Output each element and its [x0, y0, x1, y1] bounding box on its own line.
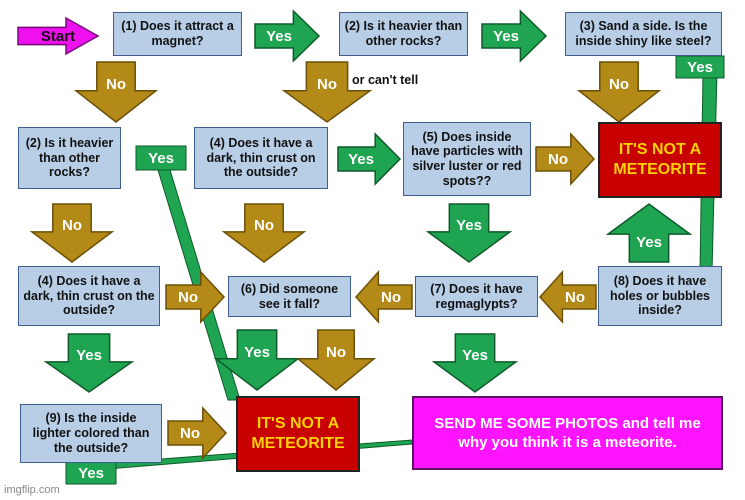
no-arrow-q4a [221, 203, 307, 263]
not-meteorite-box-bottom: IT'S NOT A METEORITE [236, 396, 360, 472]
no-arrow-q9 [167, 406, 228, 460]
no-arrow-q2a [281, 61, 373, 123]
question-2-heavier-left: (2) Is it heavier than other rocks? [18, 127, 121, 189]
yes-arrow-1 [254, 9, 321, 63]
question-1-magnet: (1) Does it attract a magnet? [113, 12, 242, 56]
question-7-regmaglypts: (7) Does it have regmaglypts? [415, 276, 538, 317]
question-9-inside-lighter: (9) Is the inside lighter colored than t… [20, 404, 162, 463]
question-8-holes-bubbles: (8) Does it have holes or bubbles inside… [598, 266, 722, 326]
send-photos-box: SEND ME SOME PHOTOS and tell me why you … [412, 396, 723, 470]
yes-label-line-q3-bg [675, 55, 725, 79]
no-arrow-q2b [29, 203, 115, 263]
yes-label-line-q9-bg [65, 461, 117, 485]
no-arrow-q1 [73, 61, 159, 123]
imgflip-watermark: imgflip.com [4, 484, 60, 496]
yes-arrow-q8 [605, 203, 693, 263]
yes-arrow-q6 [213, 329, 301, 391]
question-6-see-fall: (6) Did someone see it fall? [228, 276, 351, 317]
question-5-particles: (5) Does inside have particles with silv… [403, 122, 531, 196]
question-3-sand-shiny: (3) Sand a side. Is the inside shiny lik… [565, 12, 722, 56]
start-arrow [17, 16, 100, 56]
yes-label-line-q2b-bg [135, 145, 187, 171]
no-arrow-q6 [295, 329, 377, 391]
no-arrow-q5 [535, 132, 596, 186]
no-arrow-q3 [576, 61, 662, 123]
arrow-shapes [17, 9, 725, 485]
yes-arrow-q7 [431, 333, 519, 393]
yes-arrow-2 [481, 9, 548, 63]
or-cant-tell-note: or can't tell [352, 73, 419, 87]
no-arrow-q4b [165, 270, 226, 324]
question-4-crust-middle: (4) Does it have a dark, thin crust on t… [194, 127, 328, 189]
question-4-crust-left: (4) Does it have a dark, thin crust on t… [18, 266, 160, 326]
yes-arrow-q2b [337, 132, 402, 186]
yes-arrow-q4b [43, 333, 135, 393]
no-arrow-q7 [354, 270, 413, 324]
question-2-heavier-top: (2) Is it heavier than other rocks? [339, 12, 468, 56]
no-arrow-q8 [538, 270, 597, 324]
yes-arrow-q5 [425, 203, 513, 263]
not-meteorite-box-top: IT'S NOT A METEORITE [598, 122, 722, 198]
